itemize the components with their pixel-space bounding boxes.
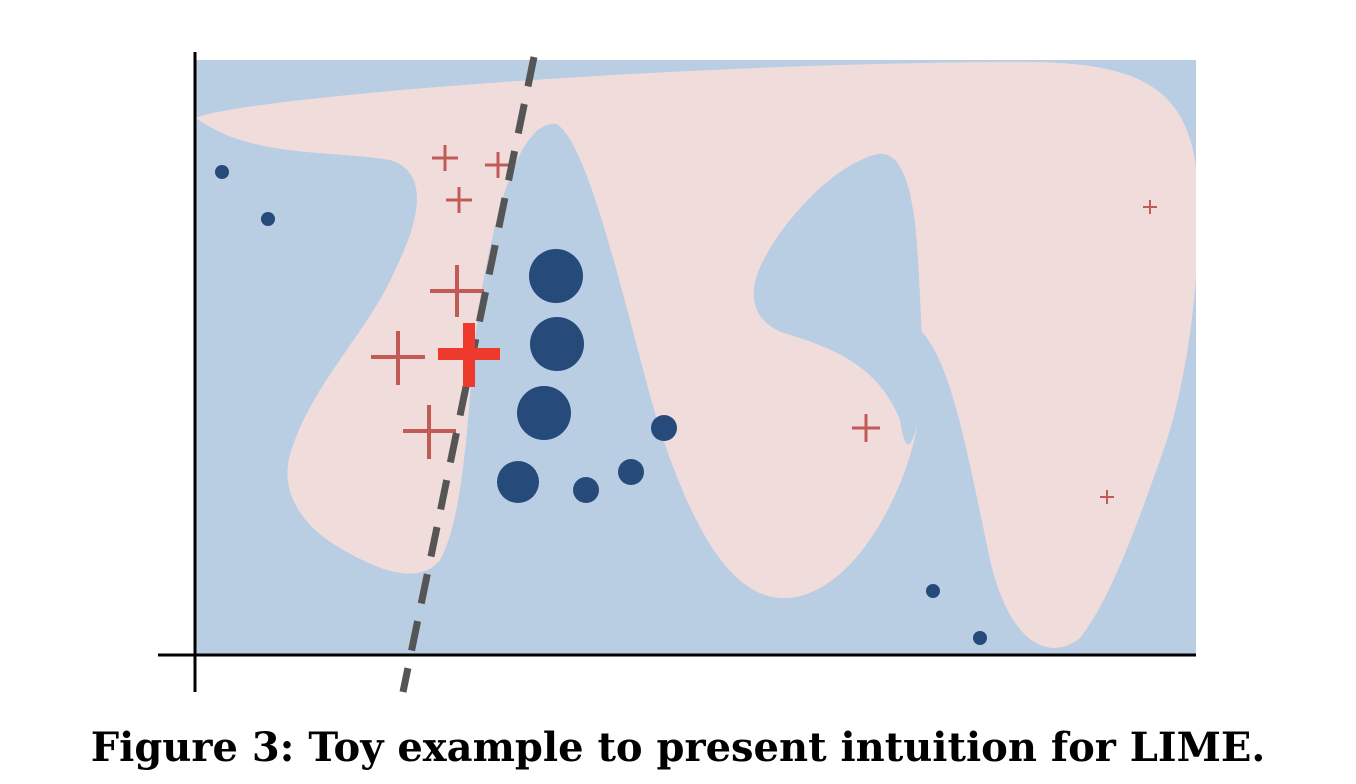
circle-point: [573, 477, 599, 503]
blue-bay: [753, 153, 923, 445]
circle-point: [618, 459, 644, 485]
circle-point: [261, 212, 275, 226]
cross-class-points: [371, 145, 1157, 504]
pink-region: [196, 61, 1196, 648]
cross-point: [446, 187, 472, 213]
cross-point: [430, 265, 484, 317]
cross-point: [485, 152, 511, 178]
cross-point: [403, 405, 456, 459]
circle-point: [530, 317, 584, 371]
circle-point: [926, 584, 940, 598]
circle-point: [517, 386, 571, 440]
circle-point: [651, 415, 677, 441]
circle-point: [529, 249, 583, 303]
cross-point: [371, 331, 425, 385]
circle-class-points: [215, 165, 987, 645]
figure-caption: Figure 3: Toy example to present intuiti…: [90, 724, 1266, 771]
circle-point: [215, 165, 229, 179]
cross-point: [1143, 200, 1157, 214]
cross-point: [1100, 490, 1114, 504]
cross-point: [852, 414, 880, 442]
cross-point: [432, 145, 458, 171]
circle-point: [973, 631, 987, 645]
local-explanation-line: [399, 56, 538, 693]
explained-instance-cross: [438, 323, 500, 387]
circle-point: [497, 461, 539, 503]
